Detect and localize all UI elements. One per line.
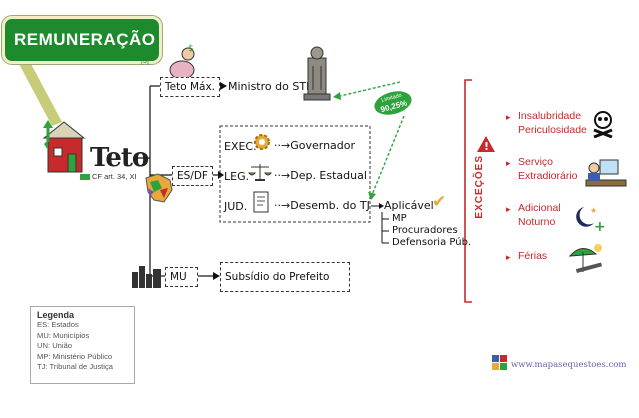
logo-icon xyxy=(492,355,507,370)
teto-title: Teto xyxy=(90,143,149,173)
legend-item: MP: Ministério Público xyxy=(37,351,113,361)
mu-label: MU xyxy=(165,267,198,287)
document-icon xyxy=(253,191,269,213)
legend-item: TJ: Tribunal de Justiça xyxy=(37,362,113,371)
governador-label: ··→Governador xyxy=(274,139,356,152)
exception-bullet: ▸ xyxy=(506,158,511,168)
title-reference: [3] xyxy=(141,58,149,65)
skull-icon xyxy=(593,111,613,138)
desemb-tj-label: ··→Desemb. do TJ xyxy=(274,199,370,212)
moon-icon: ★ + xyxy=(576,206,606,233)
warning-icon: ! xyxy=(477,136,495,153)
svg-text:+: + xyxy=(594,219,606,233)
banner-pointer xyxy=(18,62,62,126)
aplicavel-item-defensoria: Defensoria Púb. xyxy=(392,237,472,248)
power-leg-label: LEG. xyxy=(224,170,250,183)
legend-item: UN: União xyxy=(37,341,73,350)
title-banner xyxy=(2,16,162,64)
exception-item-ferias: Férias xyxy=(518,250,548,262)
dep-estadual-label: ··→Dep. Estadual xyxy=(274,169,367,182)
gear-icon xyxy=(254,134,270,150)
svg-text:!: ! xyxy=(484,140,489,153)
watermark: www.mapasequestoes.com xyxy=(511,360,627,370)
brazil-flag-icon xyxy=(80,174,90,181)
exception-item-servico: Serviço Extradiorário xyxy=(518,156,578,182)
exception-bullet: ▸ xyxy=(506,112,511,122)
aplicavel-item-procuradores: Procuradores xyxy=(392,225,458,236)
legend-item: ES: Estados xyxy=(37,320,79,329)
money-person-icon: $ xyxy=(169,44,195,80)
power-exec-label: EXEC. xyxy=(224,140,257,153)
city-icon xyxy=(132,266,161,288)
ministro-stf-label: Ministro do STF xyxy=(228,80,313,93)
es-df-label: ES/DF xyxy=(172,166,213,186)
aplicavel-label: Aplicável xyxy=(384,199,434,212)
aplicavel-item-mp: MP xyxy=(392,213,407,224)
exception-bullet: ▸ xyxy=(506,204,511,214)
power-jud-label: JUD. xyxy=(224,200,248,213)
office-worker-icon xyxy=(585,159,627,187)
svg-text:$: $ xyxy=(188,44,194,54)
beach-icon xyxy=(568,244,603,274)
exception-item-noturno: Adicional Noturno xyxy=(518,202,561,228)
svg-text:★: ★ xyxy=(590,206,597,215)
legend: Legenda ES: Estados MU: Municípios UN: U… xyxy=(30,306,135,384)
page-title: REMUNERAÇÃO xyxy=(14,30,156,49)
teto-reference: CF art. 34, XI xyxy=(80,172,137,181)
exceptions-title: EXCEÇÕES xyxy=(474,155,485,219)
legend-title: Legenda xyxy=(37,310,75,320)
brazil-map-icon xyxy=(145,173,173,203)
legend-item: MU: Municípios xyxy=(37,330,90,340)
teto-max-label: Teto Máx. xyxy=(160,77,221,97)
house-icon xyxy=(42,120,86,173)
scales-icon xyxy=(248,164,272,181)
exception-item-insalubridade: Insalubridade Periculosidade xyxy=(518,110,587,136)
justice-statue-icon xyxy=(303,46,331,101)
exception-bullet: ▸ xyxy=(506,252,511,262)
subsidio-prefeito-label: Subsídio do Prefeito xyxy=(220,262,350,292)
checkmark-icon: ✔ xyxy=(432,192,447,211)
